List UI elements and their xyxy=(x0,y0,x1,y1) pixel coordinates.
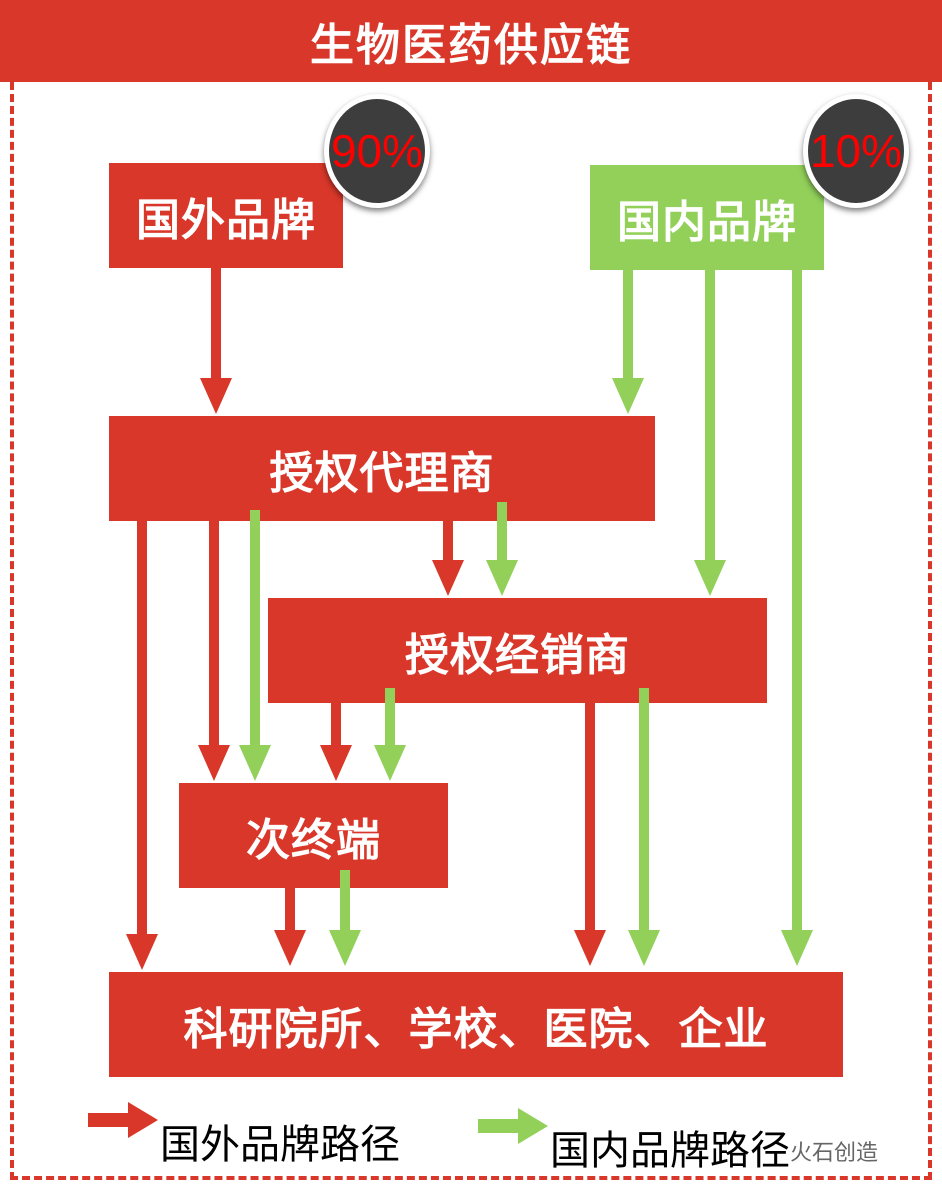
node-foreign-brand: 国外品牌 xyxy=(109,163,343,268)
watermark: 火石创造 xyxy=(790,1141,879,1166)
arrow-agent-to-end-users xyxy=(126,521,158,970)
arrow-agent-to-distributor-domestic xyxy=(486,502,518,596)
arrow-distributor-to-subterminal-domestic xyxy=(374,688,406,781)
arrow-domestic-to-agent xyxy=(612,270,644,414)
legend-domestic-path: 国内品牌路径 xyxy=(550,1128,790,1174)
badge-domestic-share: 10% xyxy=(803,94,909,208)
dashed-frame xyxy=(10,82,932,1180)
arrow-agent-to-subterminal-domestic xyxy=(239,510,271,781)
node-end-users: 科研院所、学校、医院、企业 xyxy=(109,972,843,1077)
arrow-subterminal-to-end-users-domestic xyxy=(329,870,361,966)
arrow-subterminal-to-end-users-foreign xyxy=(274,888,306,966)
badge-foreign-share: 90% xyxy=(324,94,430,208)
diagram-title: 生物医药供应链 xyxy=(0,0,942,82)
arrow-agent-to-subterminal-foreign xyxy=(198,521,230,781)
arrow-domestic-to-end-users xyxy=(781,270,813,966)
legend-foreign-path: 国外品牌路径 xyxy=(160,1122,400,1168)
arrow-agent-to-distributor-foreign xyxy=(432,521,464,596)
node-authorized-agent: 授权代理商 xyxy=(109,416,655,521)
arrow-domestic-to-distributor xyxy=(694,270,726,596)
legend-domestic-arrow-icon xyxy=(478,1108,548,1144)
legend-foreign-arrow-icon xyxy=(88,1102,158,1138)
node-authorized-distributor: 授权经销商 xyxy=(268,598,767,703)
node-sub-terminal: 次终端 xyxy=(179,783,448,888)
arrow-distributor-to-end-users-domestic xyxy=(628,688,660,966)
arrow-distributor-to-subterminal-foreign xyxy=(320,703,352,781)
node-domestic-brand: 国内品牌 xyxy=(590,165,824,270)
arrow-distributor-to-end-users-foreign xyxy=(574,703,606,966)
arrow-foreign-to-agent xyxy=(200,268,232,414)
